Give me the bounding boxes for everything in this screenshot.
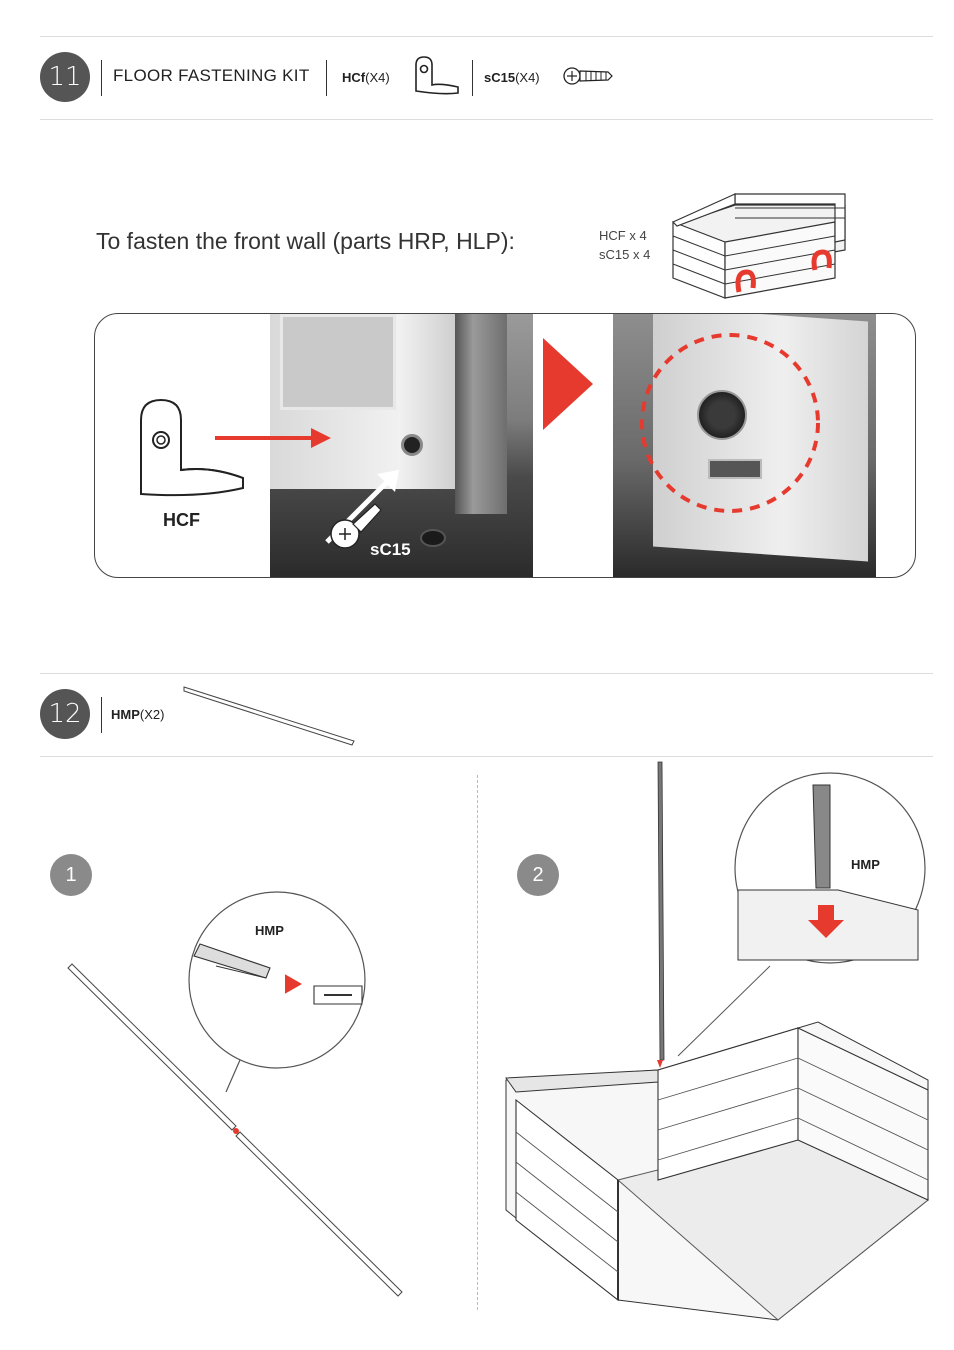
- bracket-slot: [401, 434, 423, 456]
- box-assembly-illustration: [498, 760, 948, 1340]
- separator: [101, 697, 102, 733]
- insert-arrow-icon: [215, 424, 335, 452]
- separator: [101, 60, 102, 96]
- sc15-label: sC15: [370, 540, 411, 560]
- step12-header-divider: [40, 756, 933, 757]
- fastening-detail-panel: HCF sC15: [94, 313, 916, 578]
- quantity-note-sc15: sC15 x 4: [599, 247, 650, 262]
- pole-assembly-illustration: [60, 880, 420, 1300]
- part-hcf-label: HCf(X4): [342, 70, 390, 85]
- substep-1-callout: HMP: [255, 923, 284, 938]
- highlight-circle: [635, 328, 825, 518]
- kit-title: FLOOR FASTENING KIT: [113, 66, 310, 86]
- separator: [326, 60, 327, 96]
- next-step-arrow-icon: [543, 338, 595, 430]
- substep-divider: [477, 775, 478, 1310]
- step-12-badge: 12: [40, 689, 90, 739]
- step12-top-divider: [40, 673, 933, 674]
- pole-icon: [182, 683, 358, 749]
- post: [455, 314, 507, 514]
- part-sc15-label: sC15(X4): [484, 70, 540, 85]
- hcf-label: HCF: [163, 510, 200, 531]
- screw-arrow-icon: [317, 462, 407, 552]
- substep-2-callout: HMP: [851, 857, 880, 872]
- separator: [472, 60, 473, 96]
- instruction-text: To fasten the front wall (parts HRP, HLP…: [96, 228, 515, 255]
- bracket-icon: [412, 55, 462, 97]
- step-11-number: 11: [48, 62, 81, 92]
- header-divider: [40, 119, 933, 120]
- floor-hole: [420, 529, 446, 547]
- screw-icon: [562, 63, 614, 89]
- step-11-badge: 11: [40, 52, 90, 102]
- quantity-note-hcf: HCF x 4: [599, 228, 647, 243]
- part-hmp-label: HMP(X2): [111, 707, 164, 722]
- step-12-number: 12: [48, 699, 81, 729]
- planter-overview-illustration: [665, 180, 860, 305]
- top-divider: [40, 36, 933, 37]
- wall-frame: [280, 314, 396, 410]
